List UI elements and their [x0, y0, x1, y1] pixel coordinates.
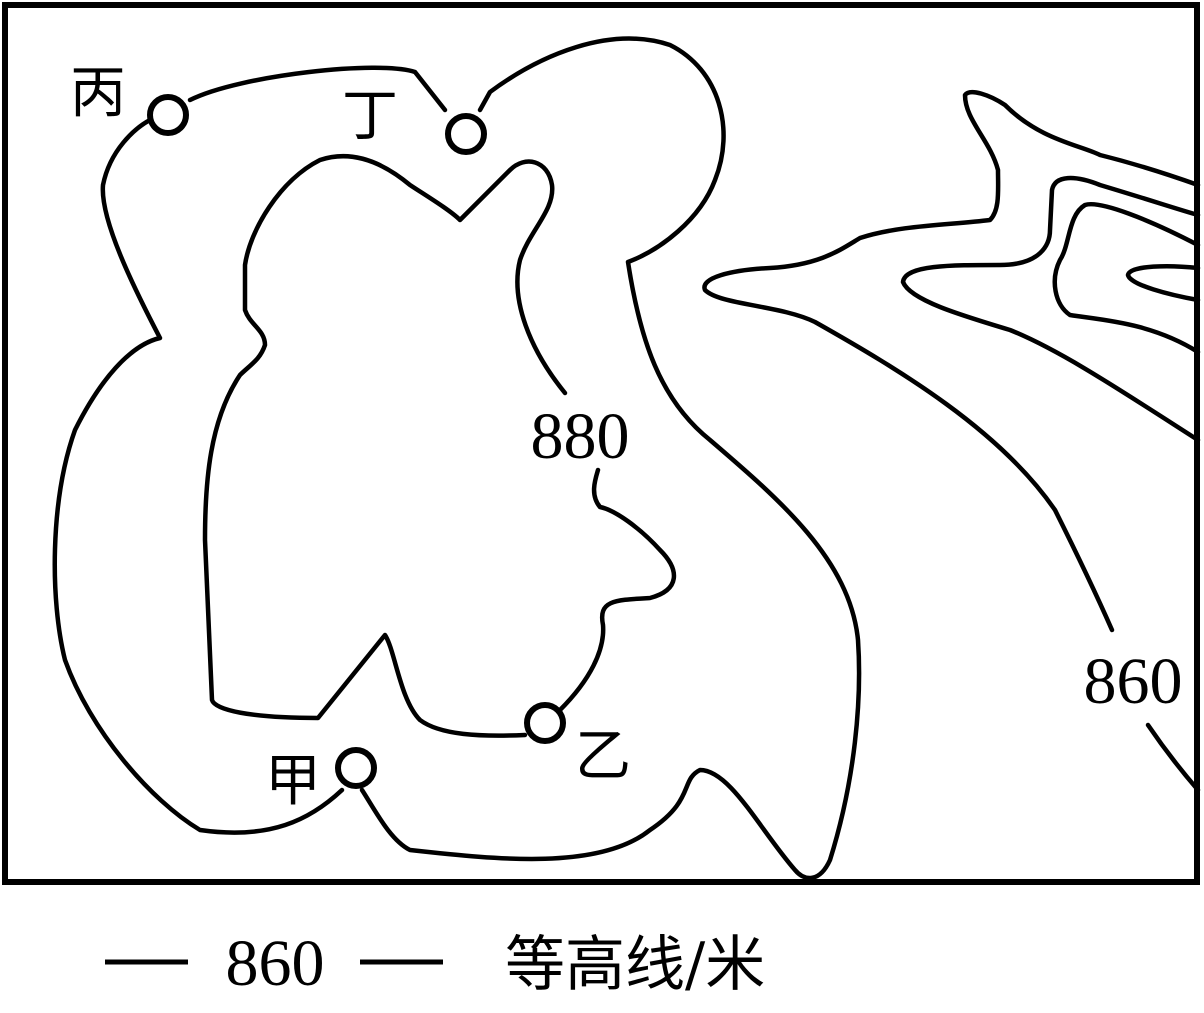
- contour-860-outer: [52, 36, 862, 881]
- point-ding-label: 丁: [342, 84, 398, 149]
- point-jia-marker: [335, 747, 377, 789]
- contour-label-860: 860: [1084, 645, 1183, 718]
- point-bing-marker: [147, 94, 189, 136]
- contour-right-3: [1052, 202, 1201, 355]
- legend-value: 860: [226, 927, 325, 1000]
- point-bing-label: 丙: [70, 61, 126, 126]
- legend-text: 等高线/米: [505, 930, 765, 1000]
- contour-right-4: [1125, 264, 1201, 303]
- point-yi-label: 乙: [575, 724, 631, 789]
- point-yi-marker: [524, 702, 566, 744]
- contour-right-5: [1145, 722, 1201, 793]
- map-frame: [2, 2, 1200, 885]
- contour-right-2: [900, 175, 1201, 443]
- contour-880: [202, 153, 677, 738]
- point-ding-marker: [445, 113, 487, 155]
- point-jia-label: 甲: [265, 749, 321, 814]
- contour-right-1: [702, 89, 1201, 633]
- contour-label-880: 880: [531, 400, 630, 473]
